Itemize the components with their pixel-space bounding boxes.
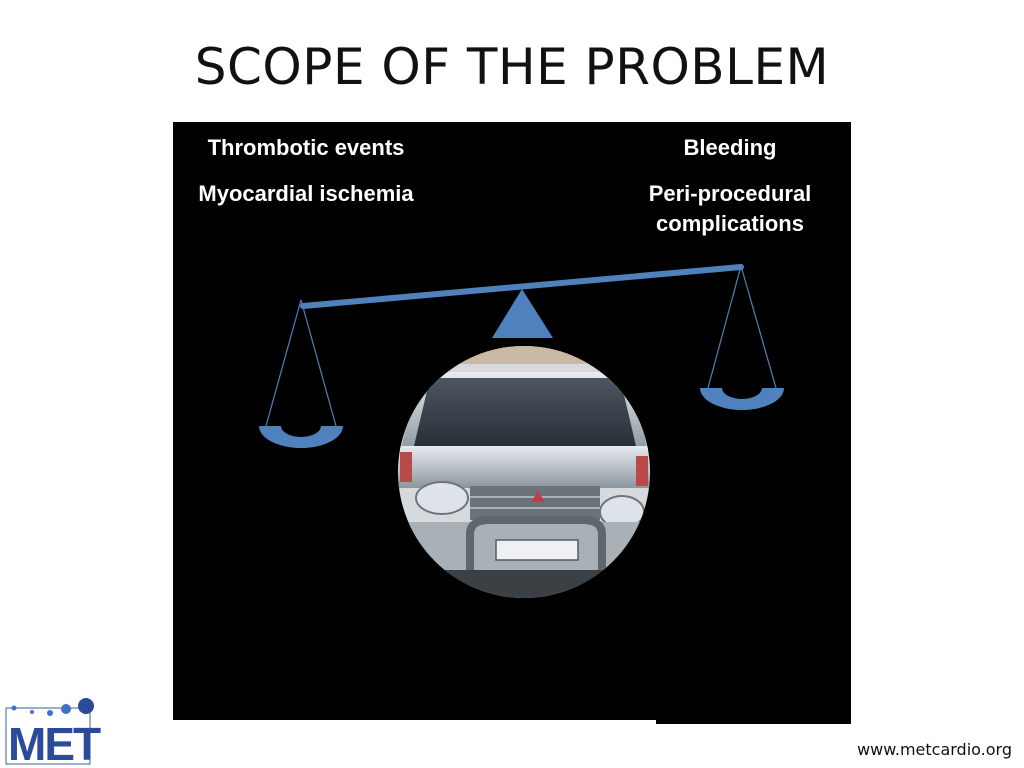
met-logo [5,698,94,765]
right-pan-string [707,265,742,389]
right-pan [700,388,784,410]
met-logo-text: MET [8,718,101,768]
left-pan-string [265,299,302,427]
black-panel-extension [656,716,851,724]
left-pan-string [300,299,337,427]
right-subtitle-periprocedural-complications: Peri-procedural complications [648,181,812,236]
right-pan-string [740,265,777,389]
right-heading-bleeding: Bleeding [683,135,777,160]
car-photo [398,346,650,598]
slide-title: SCOPE OF THE PROBLEM [194,38,830,96]
left-pan [259,426,343,448]
scale-fulcrum [492,289,553,338]
footer-url[interactable]: www.metcardio.org [857,740,1012,759]
left-heading-thrombotic-events: Thrombotic events [207,135,405,160]
left-subtitle-myocardial-ischemia: Myocardial ischemia [198,181,414,206]
scale-beam [300,264,744,309]
